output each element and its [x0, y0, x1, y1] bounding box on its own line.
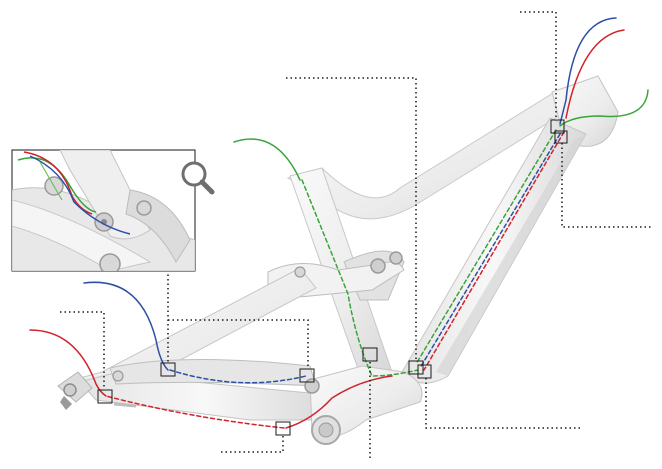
cable-green-external-head	[559, 89, 649, 127]
callout-box-seat-tube	[362, 347, 378, 362]
inset-cable-blue	[29, 155, 131, 235]
magnifier-icon	[181, 161, 215, 195]
leader-lines	[60, 11, 652, 458]
cable-red-internal-chainstay	[105, 395, 285, 429]
main-pivot	[304, 378, 320, 394]
cable-blue-external-head	[559, 17, 617, 125]
cable-green-internal-down	[415, 129, 557, 365]
callout-box-down-tube-a	[408, 360, 424, 375]
leader-head-tube-right	[561, 143, 652, 228]
leader-head-tube-top	[520, 11, 557, 120]
rocker-front-bolt	[294, 266, 306, 278]
down-tube-shading	[436, 134, 586, 376]
chainstay-logo-mark	[113, 402, 137, 408]
callout-box-chainstay	[299, 368, 315, 383]
callout-box-head-tube-a	[550, 119, 565, 134]
rocker-pivot	[370, 258, 386, 274]
cable-green-external-seat	[233, 138, 301, 181]
dropout-axle	[63, 383, 77, 397]
cable-blue-internal-down	[419, 133, 561, 369]
callout-boxes	[97, 119, 568, 436]
stay-pivot	[112, 370, 124, 382]
leader-bb-exit	[220, 436, 284, 453]
bottom-bracket-bore	[318, 422, 334, 438]
callout-box-bb-exit	[275, 421, 291, 436]
zoom-inset	[11, 149, 196, 272]
leader-rear-dropout	[60, 311, 105, 390]
cable-blue-internal-rear	[169, 369, 307, 384]
cable-red-external-head	[565, 29, 625, 119]
lower-link	[109, 358, 317, 387]
leader-down-tube-bottom	[425, 378, 580, 429]
callout-box-rear-dropout	[97, 389, 113, 404]
cables	[29, 17, 649, 429]
callout-box-head-tube-b	[554, 130, 568, 144]
cable-red-internal-down	[423, 131, 565, 371]
derailleur-hanger	[60, 396, 72, 410]
callout-box-down-tube-b	[417, 364, 432, 379]
leader-chainstay-top	[168, 319, 309, 368]
shock-bolt	[389, 251, 403, 265]
callout-box-rear-stay	[160, 362, 176, 377]
cable-red-bb-exit	[285, 375, 393, 429]
cable-red-external-rear	[29, 329, 107, 397]
